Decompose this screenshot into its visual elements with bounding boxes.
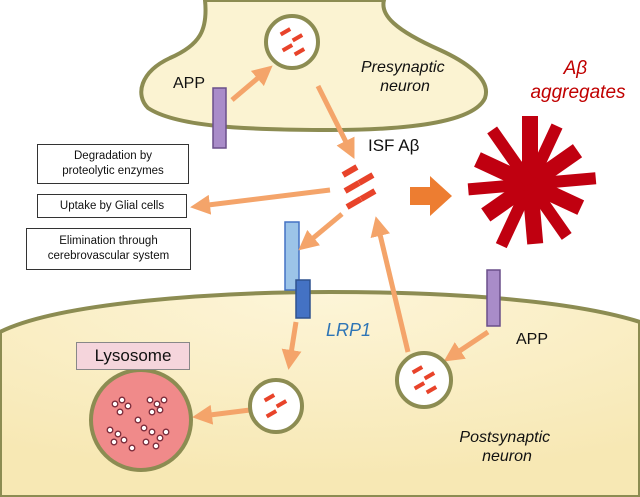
presynaptic-label-line2: neuron [380, 78, 430, 95]
postsynaptic-label-line2: neuron [482, 448, 532, 465]
presynaptic-vesicle [264, 14, 320, 70]
postsynaptic-label: Postsynaptic neuron [459, 429, 554, 465]
elimination-box: Elimination through cerebrovascular syst… [26, 228, 191, 270]
aggregation-arrow [410, 176, 452, 216]
abeta-aggregates-label: Aβ aggregates [530, 58, 626, 103]
arrow-to-lysosome [192, 404, 251, 425]
app-protein-top [212, 87, 227, 149]
abeta-aggregate [467, 116, 597, 249]
lysosome [89, 368, 193, 472]
app-top-label: APP [173, 75, 205, 92]
glial-text: Uptake by Glial cells [59, 199, 165, 212]
arrow-app-to-vesicle [230, 65, 273, 102]
arrow-app-to-post-vesicle [443, 329, 490, 362]
presynaptic-label: Presynaptic neuron [361, 59, 449, 95]
presynaptic-label-line1: Presynaptic [361, 59, 445, 76]
endocytic-vesicle [248, 378, 304, 434]
arrow-lrp1-endocytosis [281, 321, 302, 370]
presynaptic-neuron-shape [139, 0, 489, 133]
arrow-release [315, 84, 355, 159]
arrow-to-clearance [190, 187, 331, 215]
abeta-aggregates-line2: aggregates [530, 82, 626, 103]
postsynaptic-label-line1: Postsynaptic [459, 429, 550, 446]
lysosome-label: Lysosome [76, 342, 190, 370]
app-protein-bottom [486, 269, 501, 327]
lrp1-receptor [284, 221, 311, 319]
arrow-to-lrp1 [298, 212, 344, 251]
isf-abeta-label: ISF Aβ [368, 136, 420, 155]
isf-abeta-fragments [341, 164, 377, 210]
degradation-line2: proteolytic enzymes [62, 165, 164, 177]
degradation-box: Degradation by proteolytic enzymes [37, 144, 189, 184]
lrp1-label: LRP1 [326, 320, 371, 340]
pathway-arrows [190, 65, 490, 425]
app-bottom-label: APP [516, 331, 548, 348]
abeta-aggregates-line1: Aβ [563, 58, 588, 79]
degradation-line1: Degradation by [74, 150, 152, 162]
elimination-line1: Elimination through [59, 235, 158, 247]
arrow-post-release [370, 216, 411, 353]
glial-box: Uptake by Glial cells [37, 194, 187, 218]
lysosome-label-text: Lysosome [94, 346, 172, 365]
postsynaptic-vesicle [395, 351, 453, 409]
elimination-line2: cerebrovascular system [47, 250, 170, 262]
